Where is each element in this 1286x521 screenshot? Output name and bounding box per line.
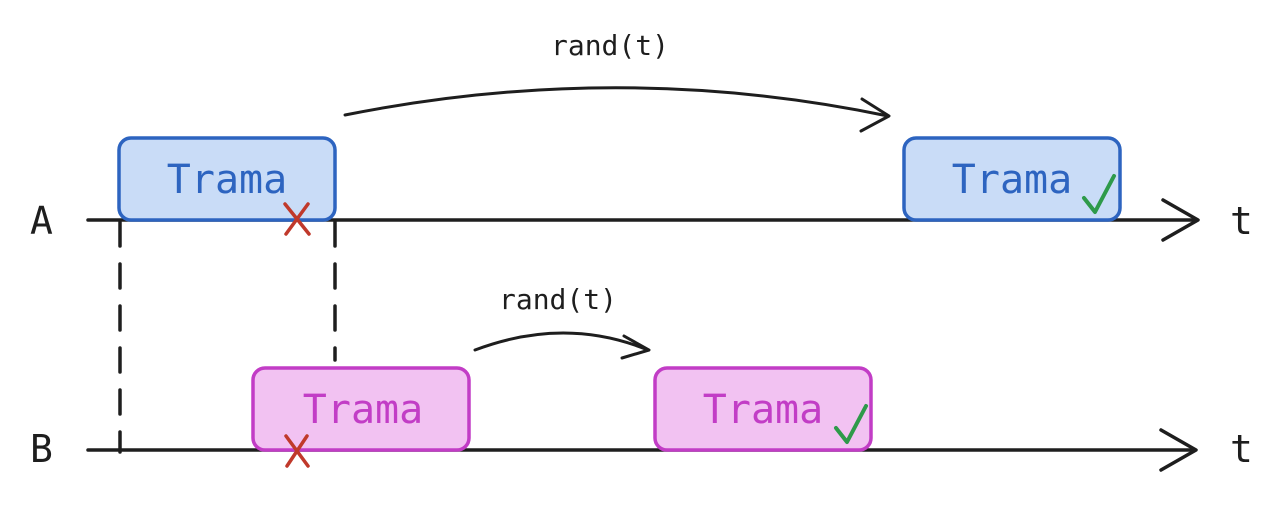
backoff-arrowhead-b: [620, 334, 651, 360]
backoff-arrow-b: rand(t): [473, 283, 651, 360]
backoff-arrow-a: rand(t): [343, 29, 891, 133]
frame-b-first-label: Trama: [303, 387, 423, 433]
check-icon: [834, 404, 868, 444]
backoff-arrowhead-a: [859, 97, 891, 133]
frame-a-first: Trama: [117, 136, 337, 236]
backoff-label-a: rand(t): [551, 29, 669, 62]
station-b-label: B: [30, 427, 53, 471]
axis-a-arrowhead: [1161, 198, 1200, 242]
check-icon: [1082, 174, 1116, 214]
backoff-label-b: rand(t): [499, 283, 617, 316]
time-label-a: t: [1230, 199, 1253, 243]
station-a-label: A: [30, 199, 53, 243]
axis-b-arrowhead: [1159, 428, 1198, 472]
frame-a-retry: Trama: [902, 136, 1122, 222]
frame-a-first-box: [117, 136, 337, 222]
frame-a-first-label: Trama: [167, 157, 287, 203]
frame-a-retry-box: [902, 136, 1122, 222]
frame-b-retry: Trama: [653, 366, 873, 452]
frame-b-retry-box: [653, 366, 873, 452]
frame-b-first: Trama: [251, 366, 471, 468]
cross-icon: [283, 202, 311, 236]
frame-b-retry-label: Trama: [703, 387, 823, 433]
frame-b-first-box: [251, 366, 471, 452]
cross-icon: [284, 434, 310, 468]
frame-a-retry-label: Trama: [952, 157, 1072, 203]
time-label-b: t: [1230, 427, 1253, 471]
backoff-curve-a: [343, 86, 890, 118]
backoff-curve-b: [473, 331, 650, 352]
timeline-b: B t: [30, 427, 1253, 472]
